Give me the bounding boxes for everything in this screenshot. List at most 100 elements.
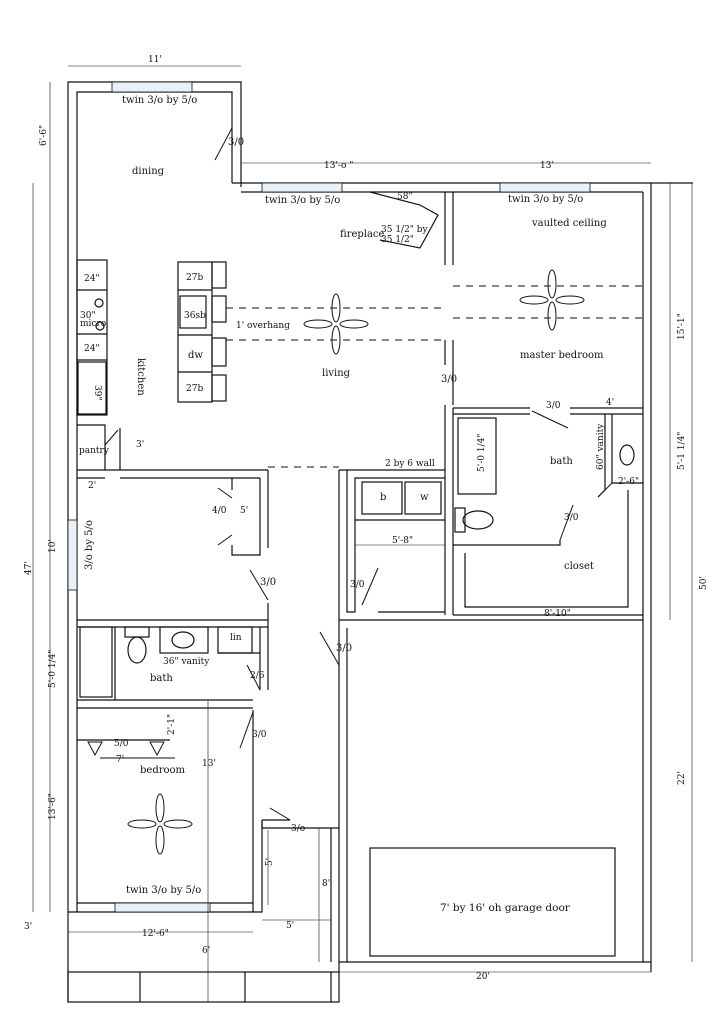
door-pantry: [104, 429, 119, 446]
door-master-bath: [531, 410, 569, 429]
door-laundry-label: 3/0: [350, 580, 365, 590]
bath-vanity: [159, 626, 209, 654]
washer-w: w: [420, 492, 429, 503]
dim-closet-5-label: 5': [240, 506, 248, 516]
room-pantry: pantry: [79, 446, 110, 456]
dashed-lines: [226, 285, 643, 468]
dim-right-5-1-4-label: 5'-1 1/4": [677, 432, 687, 470]
room-dining: dining: [132, 166, 165, 177]
island-36sb: 36sb: [184, 311, 206, 321]
dim-left-47-label: 47': [24, 561, 34, 575]
closet-triangle-1: [87, 741, 103, 757]
mbath-sink: [619, 444, 635, 466]
island-sink: [179, 295, 207, 329]
door-bed-closet-label: 5/0: [114, 739, 129, 749]
wall-bedroom-east: [252, 710, 263, 913]
dim-master-4-label: 4': [606, 398, 614, 408]
walls: [67, 81, 693, 1003]
wall-hall-closet: [231, 478, 261, 556]
washer-b: b: [380, 492, 386, 503]
wall-entry: [261, 820, 320, 829]
window-bedroom-bottom: [114, 902, 211, 913]
bath-toilet-tank: [124, 626, 150, 638]
door-garage: [319, 631, 340, 666]
bath-sink: [171, 631, 195, 649]
wall-2x6-label: 2 by 6 wall: [385, 459, 435, 469]
door-walk-in-label: 3/0: [564, 513, 579, 523]
door-dining: [214, 127, 233, 161]
room-bedroom: bedroom: [140, 765, 186, 776]
dim-bed-7-label: 7': [116, 755, 124, 765]
mbath-toilet-bowl: [462, 510, 494, 530]
dim-left-13-6-label: 13'-6": [48, 793, 58, 820]
dim-entry-8-label: 8': [322, 879, 330, 889]
garage-door: [369, 847, 616, 957]
door-entry: [269, 807, 291, 821]
bath-toilet-bowl: [127, 636, 147, 664]
door-master-bed-label: 3/0: [441, 374, 457, 385]
micro-30: 30": [80, 311, 96, 321]
porch: [67, 971, 340, 1003]
room-hall-bath: bath: [150, 673, 173, 684]
door-bath: [239, 711, 254, 749]
dim-vanity-2-6-label: 2'-6": [618, 477, 639, 487]
kitchen-upper: [77, 361, 107, 415]
fireplace-label: fireplace: [340, 229, 385, 240]
washer-box-w: [404, 481, 442, 515]
door-garage-label: 3/0: [336, 643, 352, 654]
micro-burner-2: [95, 321, 105, 331]
closet-triangle-2: [149, 741, 165, 757]
room-master-bath: bath: [550, 456, 573, 467]
window-master-label: twin 3/o by 5/o: [508, 194, 583, 205]
fan-master-icon: [519, 269, 585, 331]
fan-bedroom-icon: [127, 793, 193, 855]
dimension-lines: [32, 65, 693, 1002]
garage-door-label: 7' by 16' oh garage door: [440, 902, 571, 914]
door-dining-label: 3/0: [228, 137, 244, 148]
door-hall: [249, 569, 269, 601]
window-dining-top: [111, 81, 193, 93]
washer-box-b: [361, 481, 403, 515]
kitchen-counter: [76, 259, 108, 416]
room-kitchen: kitchen: [135, 358, 146, 396]
island-stool-1: [211, 261, 227, 289]
door-hall-closet-a: [217, 487, 233, 499]
labels: dining kitchen living master bedroom vau…: [24, 55, 709, 982]
room-vaulted-ceiling: vaulted ceiling: [531, 218, 607, 229]
micro-burner: [94, 298, 104, 308]
window-living-top: [261, 182, 343, 193]
ceiling-fans: [127, 269, 585, 855]
wall-dining-north: [67, 81, 242, 912]
dim-hall-13-label: 13': [202, 759, 216, 769]
dim-left-10-label: 10': [48, 539, 58, 553]
kitchen-island: [177, 261, 213, 403]
vanity-36: 36" vanity: [163, 657, 210, 667]
dim-left-3-label: 3': [24, 922, 32, 932]
island-stool-4: [211, 374, 227, 402]
door-pantry-label: 3': [136, 440, 144, 450]
dim-top-11-label: 11': [148, 55, 162, 65]
door-master-bath-label: 3/0: [546, 401, 561, 411]
fireplace-58: 58": [397, 192, 413, 202]
dim-right-22-label: 22': [677, 771, 687, 785]
fireplace-size-1: 35 1/2" by: [381, 225, 429, 235]
window-dining-label: twin 3/o by 5/o: [122, 95, 197, 106]
wall-laundry: [346, 470, 445, 613]
closet-marks: [87, 741, 175, 759]
dim-left-5-0-1-4-label: 5'-0 1/4": [48, 650, 58, 688]
cab-24-top: 24": [84, 274, 100, 284]
wall-mbath-south-2: [464, 490, 629, 608]
room-linen: lin: [230, 633, 242, 643]
dim-shower-label: 5'-0 1/4": [477, 434, 487, 472]
vanity-60: 60" vanity: [596, 423, 606, 470]
dim-bottom-6-label: 6': [202, 946, 210, 956]
door-laundry: [361, 567, 379, 606]
wall-dining-north-inner: [76, 91, 233, 912]
door-bath-label: 3/0: [252, 730, 267, 740]
doors: [104, 127, 613, 821]
island-stool-2: [211, 295, 227, 323]
window-bedroom-label: twin 3/o by 5/o: [126, 885, 201, 896]
wall-mbath-vanity: [611, 414, 643, 484]
island-stool-3: [211, 337, 227, 367]
